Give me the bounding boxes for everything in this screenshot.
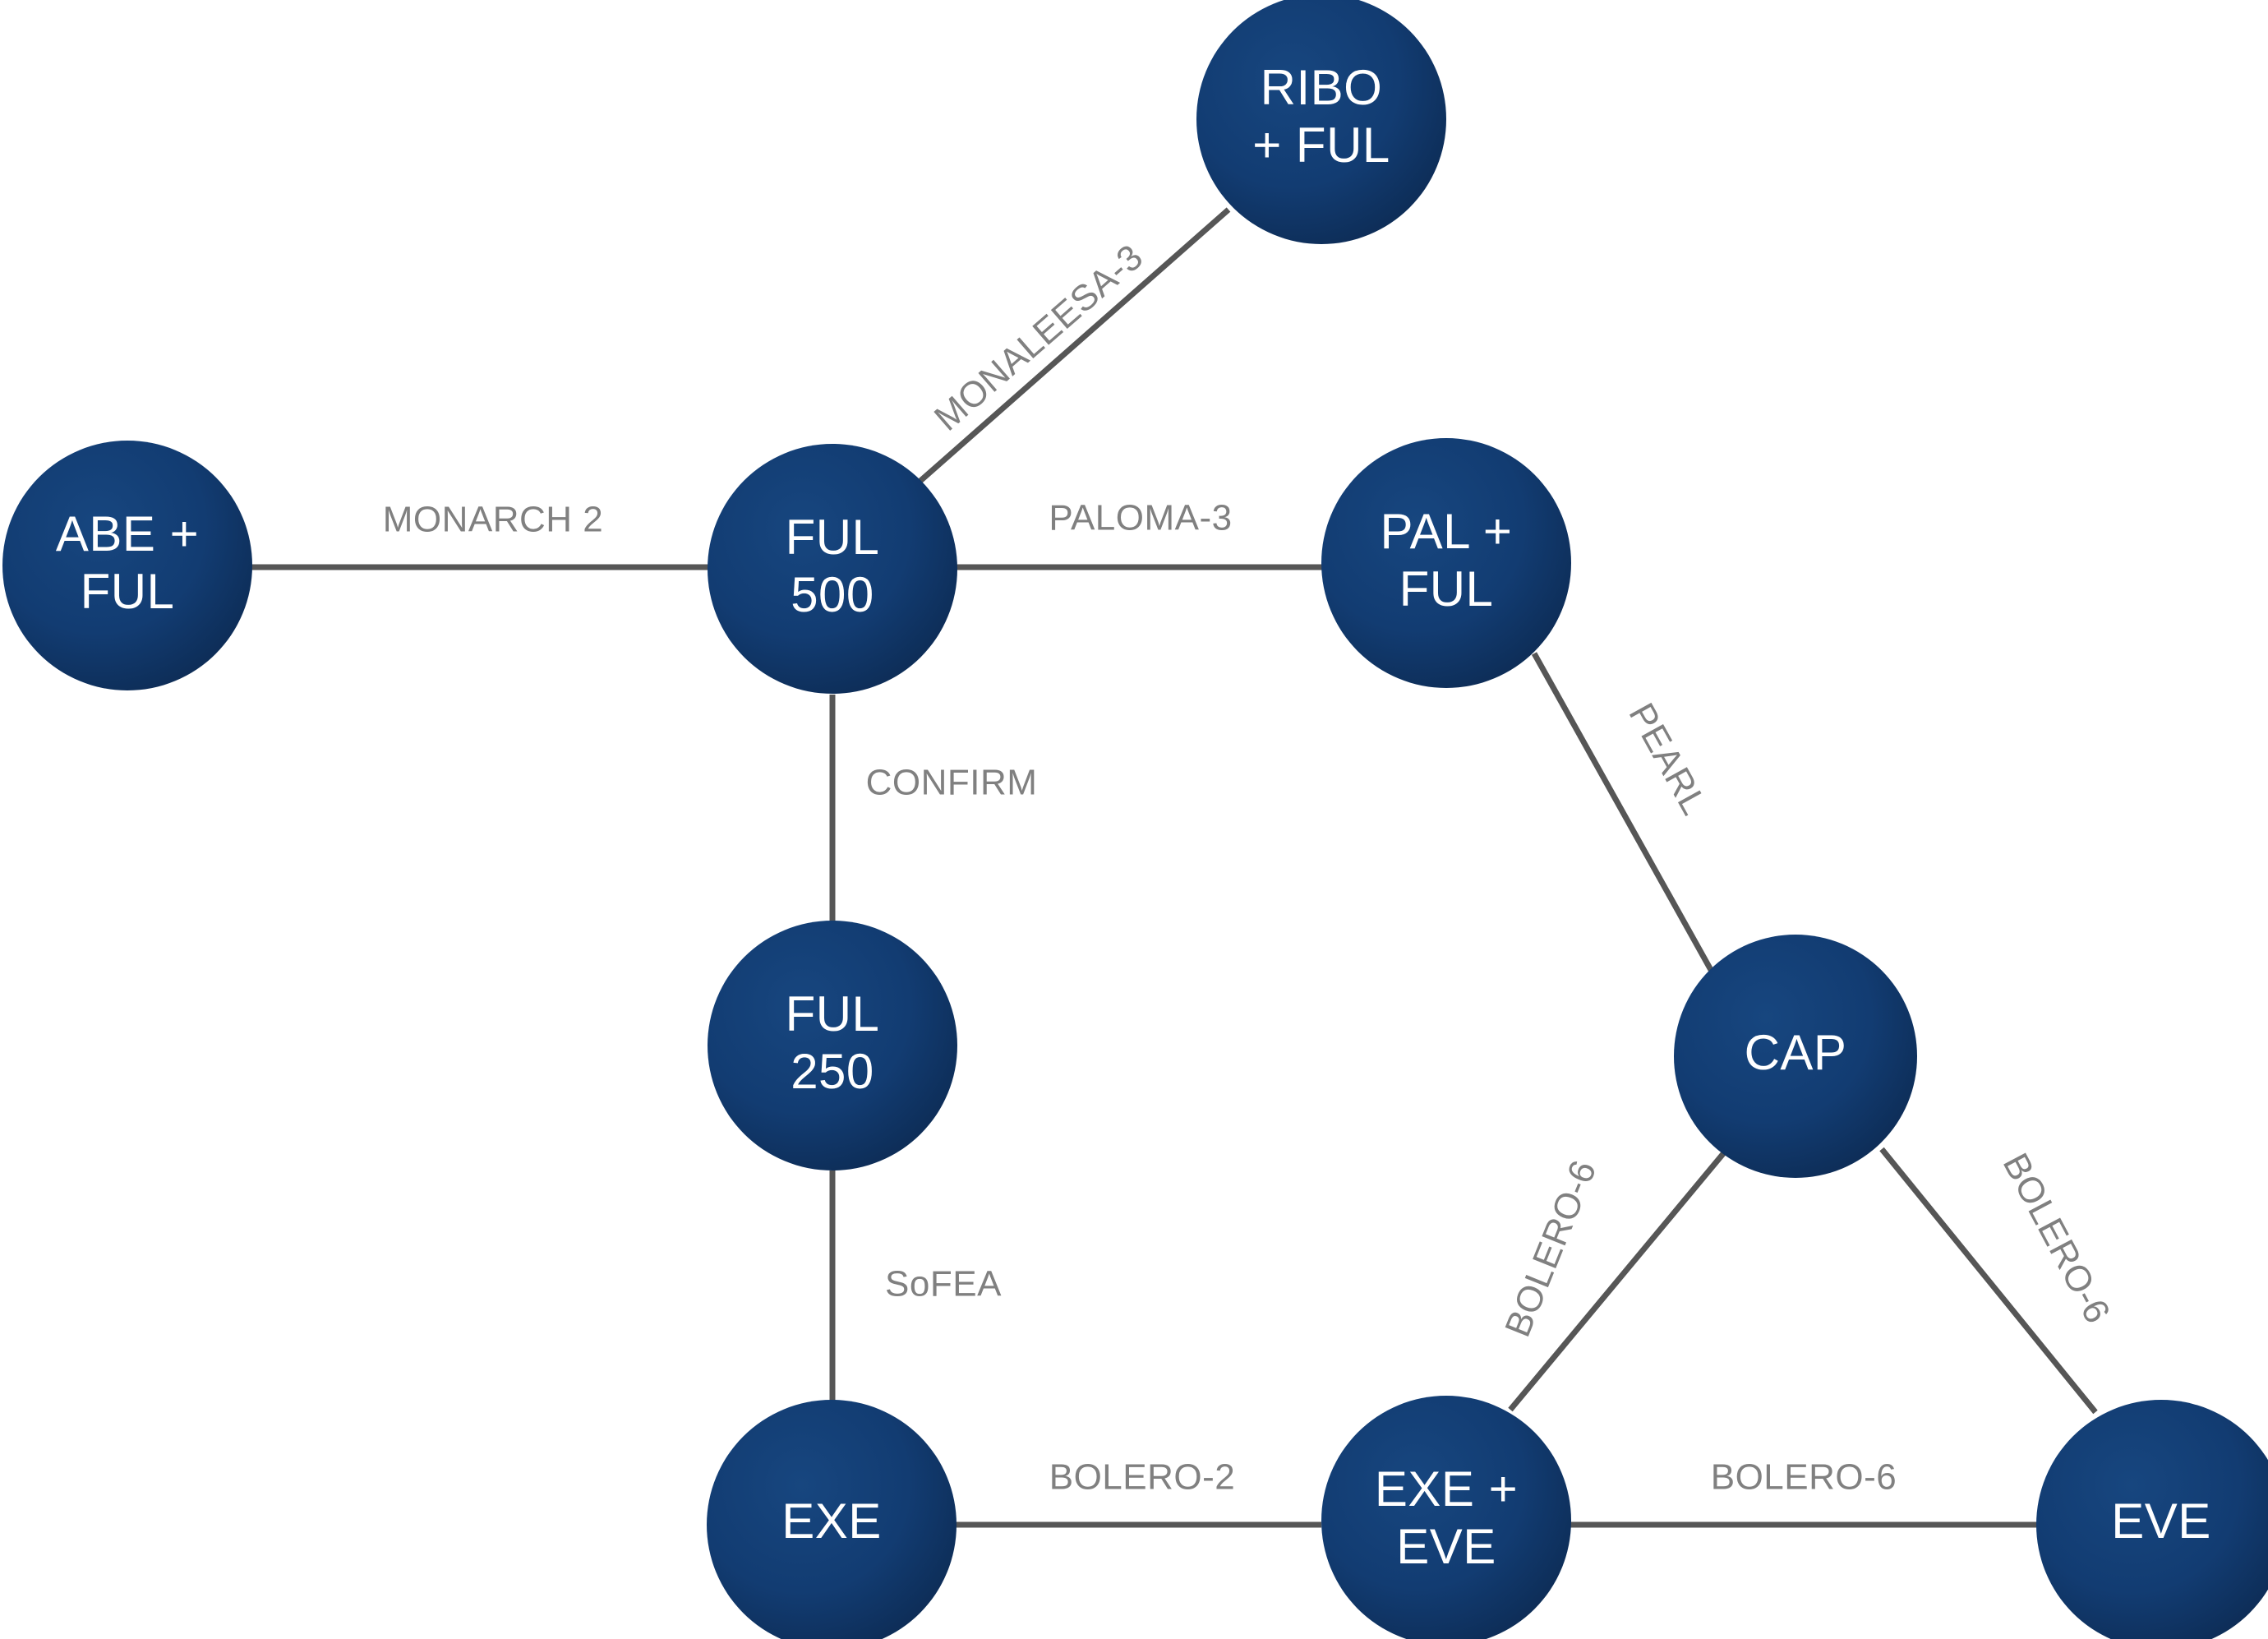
node-circle-ful500[interactable] — [708, 444, 957, 694]
node-circle-cap[interactable] — [1674, 935, 1917, 1178]
edge-monaleesa3 — [918, 207, 1231, 483]
node-label-cap: CAP — [1745, 1025, 1847, 1080]
edge-label-monarch2: MONARCH 2 — [383, 500, 604, 540]
node-cap[interactable]: CAP — [1674, 935, 1917, 1178]
node-exe_eve[interactable]: EXE +EVE — [1321, 1396, 1571, 1639]
node-circle-abe_ful[interactable] — [2, 441, 252, 690]
edge-label-bolero6_cap_eve: BOLERO-6 — [1995, 1147, 2118, 1330]
node-circle-exe_eve[interactable] — [1321, 1396, 1571, 1639]
node-label-pal_ful: PAL +FUL — [1381, 504, 1513, 616]
node-label-ribo_ful: RIBO+ FUL — [1252, 60, 1390, 173]
edge-label-bolero6_exeve_eve: BOLERO-6 — [1711, 1457, 1897, 1498]
edge-label-paloma3: PALOMA-3 — [1049, 498, 1232, 538]
node-label-eve: EVE — [2111, 1494, 2211, 1549]
node-label-abe_ful: ABE +FUL — [56, 506, 199, 619]
node-circle-ribo_ful[interactable] — [1196, 0, 1446, 244]
node-ribo_ful[interactable]: RIBO+ FUL — [1196, 0, 1446, 244]
node-eve[interactable]: EVE — [2036, 1400, 2268, 1639]
node-abe_ful[interactable]: ABE +FUL — [2, 441, 252, 690]
node-circle-exe[interactable] — [707, 1400, 957, 1639]
edge-label-pearl: PEARL — [1621, 697, 1715, 822]
edges-group — [247, 207, 2098, 1528]
edge-label-bolero2: BOLERO-2 — [1049, 1457, 1236, 1498]
edge-bolero6_cap_eve — [1879, 1147, 2098, 1415]
edge-label-confirm: CONFIRM — [866, 763, 1038, 803]
edge-label-sofea: SoFEA — [885, 1264, 1002, 1304]
node-label-exe_eve: EXE +EVE — [1375, 1461, 1518, 1574]
node-pal_ful[interactable]: PAL +FUL — [1321, 438, 1571, 688]
edge-bolero6_cap_exeve — [1508, 1148, 1728, 1412]
edge-pearl — [1531, 652, 1714, 972]
node-circle-eve[interactable] — [2036, 1400, 2268, 1639]
node-circle-ful250[interactable] — [708, 921, 957, 1170]
node-exe[interactable]: EXE — [707, 1400, 957, 1639]
node-circle-pal_ful[interactable] — [1321, 438, 1571, 688]
node-label-exe: EXE — [781, 1494, 882, 1549]
edge-label-monaleesa3: MONALEESA-3 — [927, 237, 1151, 439]
